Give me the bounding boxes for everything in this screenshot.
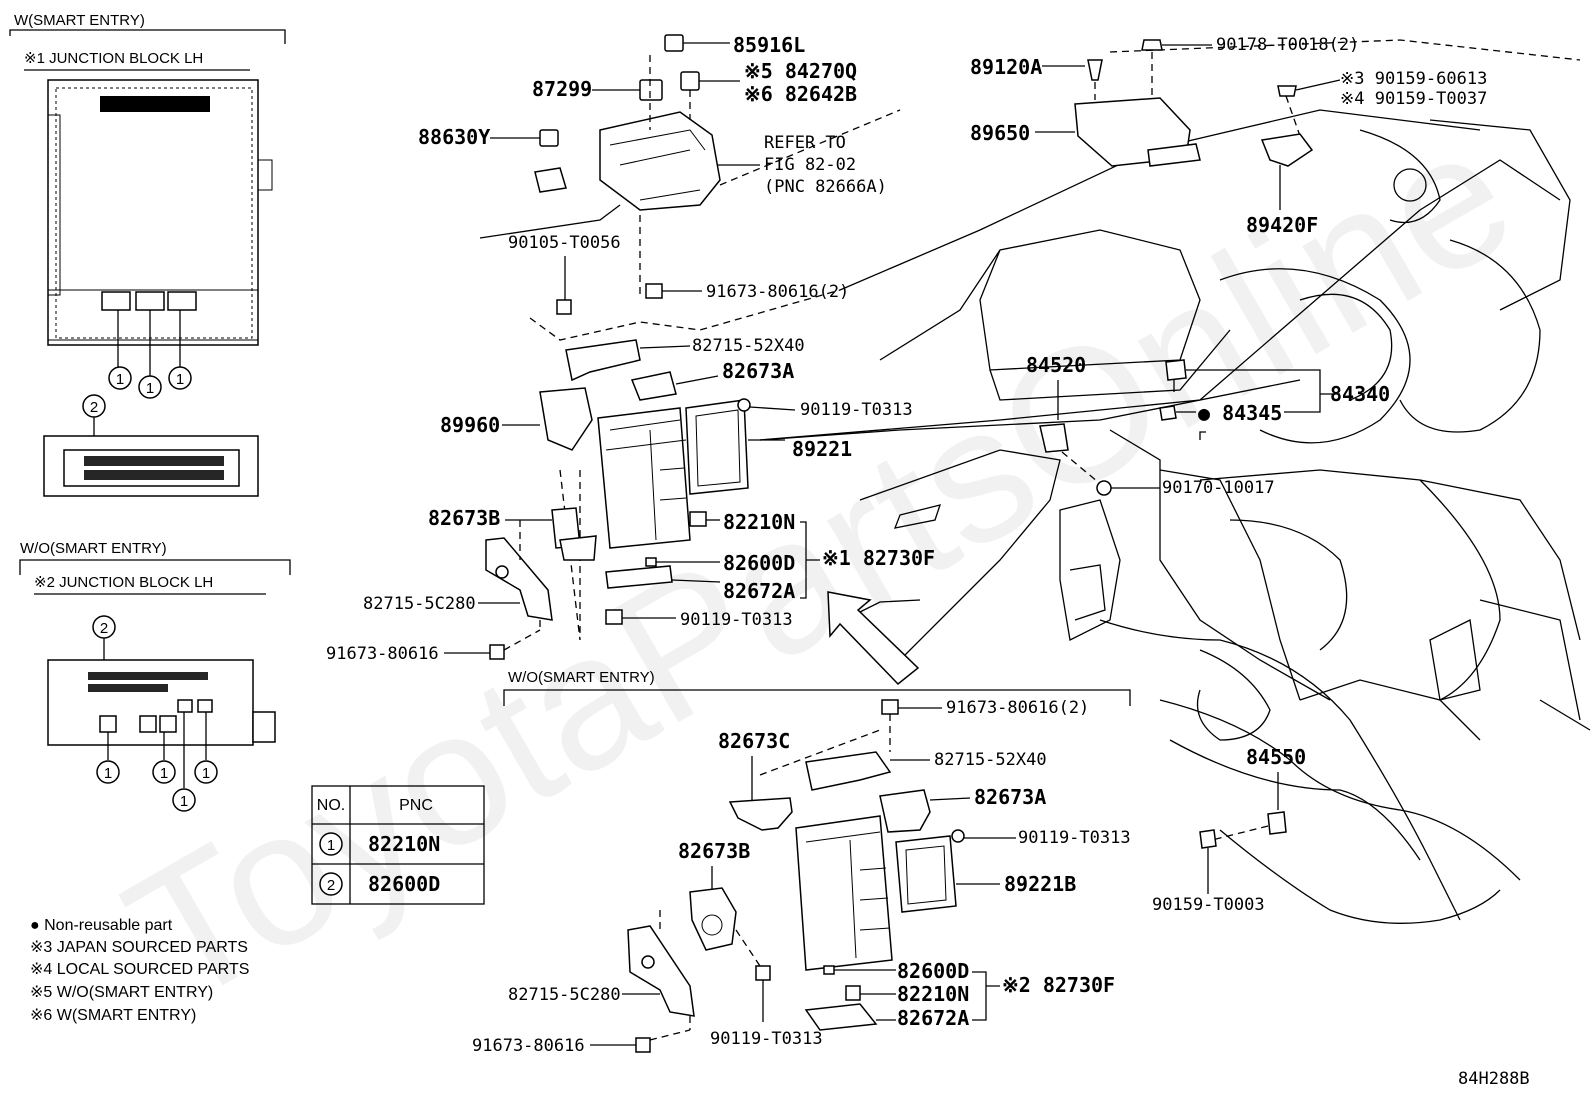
right-sensor-group: 84520 90170-10017 84340 ● 84345 84550 90… <box>1026 353 1390 915</box>
part-90105-T0056: 90105-T0056 <box>508 233 621 253</box>
legend-item: ※4 LOCAL SOURCED PARTS <box>30 961 249 978</box>
part-82730F-upper: ※1 82730F <box>822 546 935 570</box>
section-junction-block-2: ※2 JUNCTION BLOCK LH <box>34 574 213 591</box>
part-89650: 89650 <box>970 121 1030 145</box>
part-91673-80616-2-lower: 91673-80616(2) <box>946 698 1089 718</box>
part-89420F: 89420F <box>1246 213 1318 237</box>
part-90119-T0313-d: 90119-T0313 <box>710 1029 823 1049</box>
part-82673A-lower: 82673A <box>974 785 1046 809</box>
part-82672A-upper: 82672A <box>723 579 795 603</box>
junction-block-assembly-upper: 89960 90119-T0313 89221 82673B 82210N 82… <box>326 387 935 664</box>
part-82673B-lower: 82673B <box>678 839 750 863</box>
part-82730F-lower: ※2 82730F <box>1002 973 1115 997</box>
junction-block-lh-2: 1 1 1 1 <box>47 659 276 812</box>
part-82715-52X40-upper: 82715-52X40 <box>692 336 805 356</box>
part-82600D-upper: 82600D <box>723 551 795 575</box>
part-84270Q: ※5 84270Q <box>744 59 857 83</box>
callout-1: 1 <box>146 380 154 397</box>
refer-pnc-text: (PNC 82666A) <box>764 177 887 197</box>
refer-fig-text: FIG 82-02 <box>764 155 856 175</box>
section-w-smart-entry: W(SMART ENTRY) <box>14 12 145 29</box>
part-84550: 84550 <box>1246 745 1306 769</box>
pnc-table-header-pnc: PNC <box>399 797 433 814</box>
junction-block-lh-1: 1 1 1 <box>47 79 273 399</box>
legend: ● Non-reusable part ※3 JAPAN SOURCED PAR… <box>30 917 249 1024</box>
callout-1: 1 <box>180 793 188 810</box>
part-82672A-lower: 82672A <box>897 1006 969 1030</box>
part-89221B: 89221B <box>1004 872 1076 896</box>
pnc-row-no: 1 <box>327 837 335 854</box>
section-junction-block-1: ※1 JUNCTION BLOCK LH <box>24 50 203 67</box>
legend-item: ※6 W(SMART ENTRY) <box>30 1007 196 1024</box>
pnc-row-pnc: 82210N <box>368 832 440 856</box>
part-88630Y: 88630Y <box>418 125 490 149</box>
part-85916L: 85916L <box>733 33 805 57</box>
part-90119-T0313-c: 90119-T0313 <box>1018 828 1131 848</box>
part-90159-T0037: ※4 90159-T0037 <box>1340 89 1487 109</box>
section-wo-smart-entry-lower: W/O(SMART ENTRY) <box>508 669 655 686</box>
pnc-row-pnc: 82600D <box>368 872 440 896</box>
part-82715-5C280-upper: 82715-5C280 <box>363 594 476 614</box>
part-82673C: 82673C <box>718 729 790 753</box>
pnc-row-no: 2 <box>327 877 335 894</box>
upper-bracket-group: 82715-52X40 82673A <box>565 336 805 401</box>
callout-1: 1 <box>104 765 112 782</box>
airbag-sensor-group: 89120A 90178-T0018(2) 89650 ※3 90159-606… <box>970 35 1487 237</box>
callout-1: 1 <box>176 371 184 388</box>
callout-1: 1 <box>160 765 168 782</box>
part-87299: 87299 <box>532 77 592 101</box>
part-90119-T0313-a: 90119-T0313 <box>800 400 913 420</box>
part-91673-80616-upper: 91673-80616 <box>326 644 439 664</box>
part-82715-52X40-lower: 82715-52X40 <box>934 750 1047 770</box>
part-90119-T0313-b: 90119-T0313 <box>680 610 793 630</box>
relay-block-group: 85916L 87299 ※5 84270Q ※6 82642B 88630Y … <box>418 33 901 341</box>
part-82210N-upper: 82210N <box>723 510 795 534</box>
pnc-table: NO. PNC 1 82210N 2 82600D <box>311 785 485 905</box>
part-91673-80616-2-upper: 91673-80616(2) <box>706 282 849 302</box>
part-82673A-upper: 82673A <box>722 359 794 383</box>
diagram-code: 84H288B <box>1458 1069 1530 1089</box>
part-90159-T0003: 90159-T0003 <box>1152 895 1265 915</box>
wo-smart-entry-lower-section: W/O(SMART ENTRY) 91673-80616(2) 82673C 8… <box>472 669 1131 1056</box>
section-wo-smart-entry: W/O(SMART ENTRY) <box>20 540 167 557</box>
part-91673-80616-lower: 91673-80616 <box>472 1036 585 1056</box>
part-90159-60613: ※3 90159-60613 <box>1340 69 1487 89</box>
part-89221: 89221 <box>792 437 852 461</box>
pnc-table-header-no: NO. <box>317 797 345 814</box>
callout-1: 1 <box>116 371 124 388</box>
callout-2: 2 <box>100 620 108 637</box>
wo-smart-entry-section: W/O(SMART ENTRY) ※2 JUNCTION BLOCK LH 2 <box>19 540 291 812</box>
legend-item: ※5 W/O(SMART ENTRY) <box>30 984 213 1001</box>
junction-block-connector-1: 2 <box>43 394 259 497</box>
part-84340: 84340 <box>1330 382 1390 406</box>
part-90178-T0018-2: 90178-T0018(2) <box>1216 35 1359 55</box>
callout-1: 1 <box>202 765 210 782</box>
legend-item: ※3 JAPAN SOURCED PARTS <box>30 939 248 956</box>
part-89960: 89960 <box>440 413 500 437</box>
callout-2: 2 <box>90 399 98 416</box>
part-82210N-lower: 82210N <box>897 982 969 1006</box>
part-84520: 84520 <box>1026 353 1086 377</box>
part-82715-5C280-lower: 82715-5C280 <box>508 985 621 1005</box>
legend-item: ● Non-reusable part <box>30 917 173 934</box>
part-82600D-lower: 82600D <box>897 959 969 983</box>
part-90170-10017: 90170-10017 <box>1162 478 1275 498</box>
part-82673B-upper: 82673B <box>428 506 500 530</box>
refer-to-text: REFER TO <box>764 133 846 153</box>
part-89120A: 89120A <box>970 55 1042 79</box>
part-82642B: ※6 82642B <box>744 82 857 106</box>
w-smart-entry-section: W(SMART ENTRY) ※1 JUNCTION BLOCK LH 1 1 … <box>9 12 286 497</box>
part-84345: ● 84345 <box>1198 401 1282 425</box>
